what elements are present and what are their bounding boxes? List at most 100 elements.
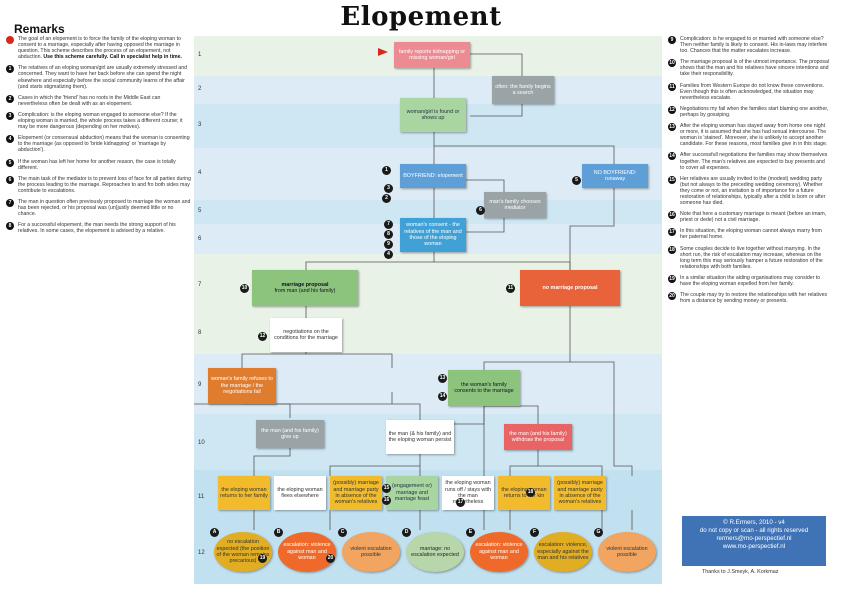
note-number-badge: 17	[668, 228, 676, 237]
note-text: In a similar situation the aiding organi…	[680, 274, 821, 287]
note-text: In this situation, the eloping woman can…	[680, 228, 822, 241]
credits-box: © R.Ermers, 2010 - v4 do not copy or sca…	[682, 516, 826, 566]
row-label: 12	[198, 550, 205, 556]
row-label: 6	[198, 236, 202, 242]
outcome-d: marriage: no escalation expected	[406, 532, 464, 572]
row-label: 2	[198, 86, 202, 92]
note-text: Note that here a customary marriage is m…	[680, 211, 827, 224]
thanks-note: Thanks to J.Smeyk, A. Korkmaz	[702, 569, 779, 575]
row-label: 1	[198, 52, 202, 58]
remarks-heading: Remarks	[14, 22, 65, 36]
note-number-badge: 1	[6, 65, 14, 74]
step-number-badge: 17	[456, 498, 465, 507]
note-text: Families from Western Europe do not know…	[680, 82, 825, 101]
step-number-badge: 12	[258, 332, 267, 341]
note-number-badge: 3	[6, 111, 14, 120]
note-number-badge: 4	[6, 135, 14, 144]
node-possible-marriage-c: (possibly) marriage and marriage party i…	[554, 476, 606, 510]
note-text: Complication: is the eloping woman engag…	[18, 111, 183, 131]
flowchart: 1 2 3 4 5 6 7 8 9 10 11 12	[194, 36, 662, 584]
outcome-letter-badge: D	[402, 528, 411, 537]
note-number-badge: 2	[6, 94, 14, 103]
note-text: After successfull negotiations the famil…	[680, 152, 828, 171]
remark-note: 18 Some couples decide to live together w…	[668, 245, 830, 270]
note-number-badge	[6, 36, 14, 44]
note-number-badge: 15	[668, 175, 676, 184]
note-emphasis: Use this scheme carefully. Call in speci…	[43, 54, 182, 61]
note-number-badge: 5	[6, 158, 14, 167]
outcome-letter-badge: F	[530, 528, 539, 537]
node-negotiations: negotiations on the conditions for the m…	[270, 318, 342, 352]
outcome-letter-badge: E	[466, 528, 475, 537]
step-number-badge: 18	[526, 488, 535, 497]
node-returns-to-family-b: the eloping woman returns to her family	[218, 476, 270, 510]
credits-email[interactable]: rermers@mo-perspectief.nl	[716, 535, 792, 542]
note-number-badge: 10	[668, 59, 676, 68]
right-notes: 9 Complication: is he engaged to or marri…	[668, 36, 830, 309]
remark-note: 3 Complication: is the eloping woman enga…	[6, 111, 191, 131]
note-text: The couple may try to restore the relati…	[680, 292, 828, 305]
step-number-badge: 2	[382, 194, 391, 203]
step-number-badge: 5	[572, 176, 581, 185]
note-number-badge: 19	[668, 274, 676, 283]
node-possible-marriage-b: (possibly) marriage and marriage party i…	[330, 476, 382, 510]
outcome-c: violent escalation possible	[342, 532, 400, 572]
remark-note: 17 In this situation, the eloping woman c…	[668, 228, 830, 240]
start-arrow	[378, 48, 388, 56]
outcome-g: violent escalation possible	[598, 532, 656, 572]
step-number-badge: 20	[326, 554, 335, 563]
row-label: 8	[198, 330, 202, 336]
row-label: 7	[198, 282, 202, 288]
note-text: Some couples decide to live together wit…	[680, 245, 823, 270]
note-text: Cases in which the 'friend' has no roots…	[18, 94, 161, 107]
note-text: Negotiations my fail when the families s…	[680, 105, 829, 118]
outcome-letter-badge: B	[274, 528, 283, 537]
step-number-badge: 4	[384, 250, 393, 259]
node-runs-off-b: the eloping woman runs off / stays with …	[442, 476, 494, 510]
step-number-badge: 3	[384, 184, 393, 193]
node-marriage-proposal: marriage proposal from man (and his fami…	[252, 270, 358, 306]
credits-line: do not copy or scan - all rights reserve…	[699, 527, 809, 534]
outcome-letter-badge: A	[210, 528, 219, 537]
note-number-badge: 18	[668, 245, 676, 254]
remark-note: 20 The couple may try to restore the rela…	[668, 292, 830, 304]
note-text: Elopement (or consensual abduction) mean…	[18, 135, 190, 154]
step-number-badge: 13	[438, 374, 447, 383]
connector	[613, 376, 633, 476]
remark-note: 19 In a similar situation the aiding orga…	[668, 274, 830, 287]
note-number-badge: 20	[668, 292, 676, 301]
remark-note: 9 Complication: is he engaged to or marri…	[668, 36, 830, 54]
connector	[483, 306, 571, 370]
note-number-badge: 14	[668, 152, 676, 161]
connector	[570, 361, 615, 376]
note-text: Complication: is he engaged to or marrie…	[680, 36, 828, 55]
step-number-badge: 9	[384, 240, 393, 249]
node-no-marriage-proposal: no marriage proposal	[520, 270, 620, 306]
node-family-search: often: the family begins a search	[492, 76, 554, 104]
node-consent: woman's consent - the relatives of the m…	[400, 218, 466, 252]
note-text: For a successful elopement, the man need…	[18, 222, 176, 235]
credits-website[interactable]: www.mo-perspectief.nl	[722, 543, 786, 550]
node-family-refuses: woman's family refuses to the marriage /…	[208, 368, 276, 404]
node-no-boyfriend-runaway: NO BOYFRIEND: runaway	[582, 164, 648, 188]
remark-note: 2 Cases in which the 'friend' has no root…	[6, 94, 191, 107]
step-number-badge: 15	[382, 484, 391, 493]
step-number-badge: 19	[258, 554, 267, 563]
connector	[466, 179, 505, 194]
node-family-consents: the woman's family consents to the marri…	[448, 370, 520, 406]
note-number-badge: 7	[6, 198, 14, 207]
outcome-b: escalation: violence against man and wom…	[278, 532, 336, 572]
connector	[470, 104, 523, 117]
connector	[434, 145, 615, 164]
node-engagement-b: (engagement or) marriage and marriage fe…	[386, 476, 438, 510]
outcome-f: escalation: violence, especially against…	[534, 532, 592, 572]
connector	[253, 440, 291, 476]
note-number-badge: 13	[668, 123, 676, 132]
note-number-badge: 9	[668, 36, 676, 44]
